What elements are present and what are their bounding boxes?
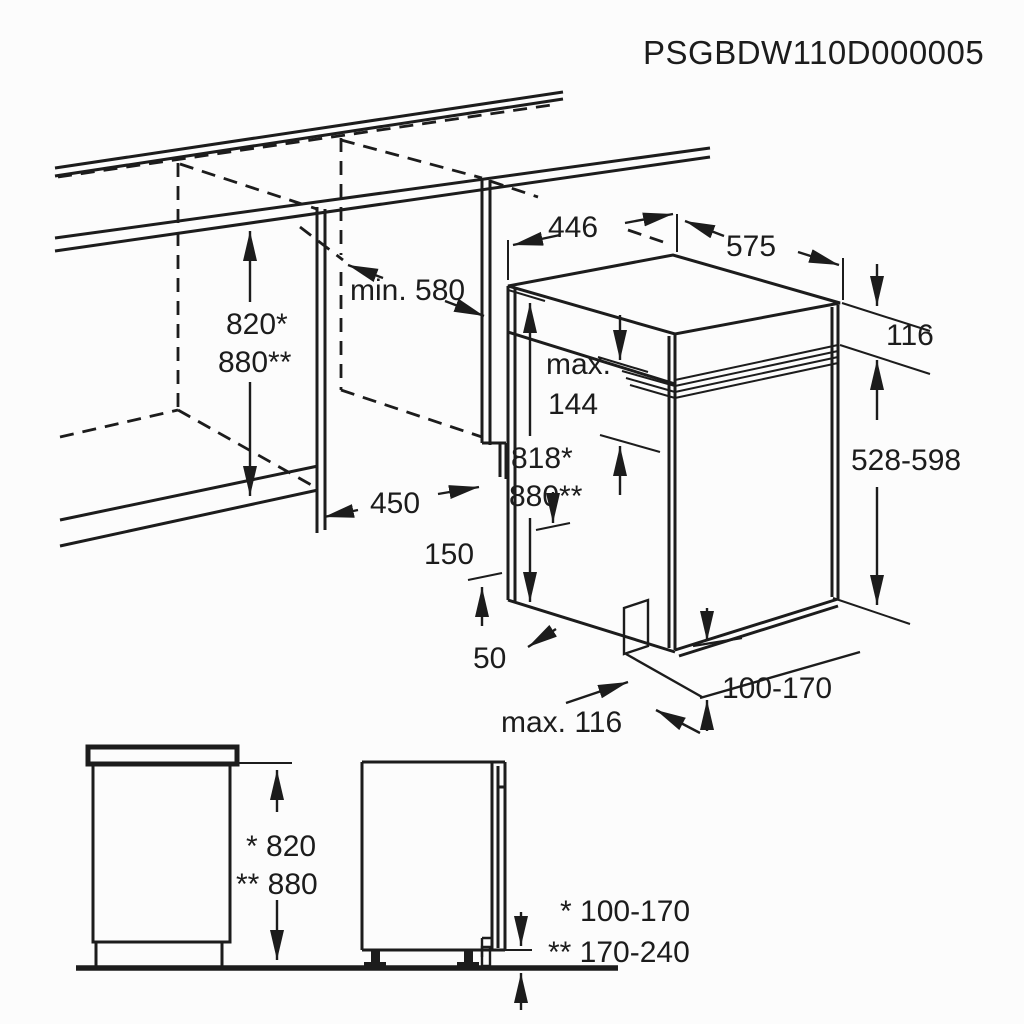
niche-height-label-1: 820*	[226, 308, 288, 341]
plinth-height-label: 100-170	[722, 672, 832, 705]
lid-clearance-label-2: 144	[548, 388, 598, 421]
drawing-title: PSGBDW110D000005	[643, 34, 984, 71]
adjustable-foot-right	[457, 950, 479, 969]
installation-niche	[59, 138, 667, 533]
floor-front-edge	[59, 464, 319, 548]
counter-hidden-back-edge	[57, 102, 559, 179]
counter-front-edge	[54, 146, 711, 253]
front-view-height-label-2: ** 880	[236, 868, 318, 901]
appliance-width-label: 446	[548, 211, 598, 244]
dishwasher-body-edges	[506, 286, 840, 658]
dim-door-height: 528-598	[832, 360, 961, 625]
hose-height-label: 150	[424, 538, 474, 571]
worktop-slab	[85, 744, 240, 767]
dim-hose-offset: 50	[473, 624, 558, 675]
dim-niche-height: 820* 880**	[218, 231, 292, 496]
niche-height-label-2: 880**	[218, 346, 292, 379]
front-view-cabinet: * 820 ** 880	[85, 744, 318, 966]
dim-appliance-width: 446	[507, 211, 678, 280]
plinth-and-foot	[622, 598, 861, 700]
niche-width-label: 450	[370, 487, 420, 520]
dim-niche-width: 450	[323, 485, 480, 520]
appliance-height-label-2: 880**	[509, 480, 583, 513]
front-view-height-label-1: * 820	[246, 830, 316, 863]
niche-depth-label: min. 580	[350, 274, 465, 307]
counter-back-top-edge	[54, 90, 564, 178]
niche-left-wall-edge	[315, 207, 327, 533]
dim-plinth-recess: max. 116	[501, 680, 701, 739]
dim-worktop-gap: 116	[839, 264, 934, 375]
niche-hidden-edges	[59, 138, 667, 489]
plinth-recess-label: max. 116	[501, 706, 622, 739]
niche-right-wall-edge	[480, 178, 508, 479]
side-view-plinth-label-2: ** 170-240	[548, 936, 690, 969]
dim-hose-height: 150	[424, 492, 571, 626]
appliance-height-label-1: 818*	[511, 442, 573, 475]
control-panel-stripes	[621, 344, 839, 399]
adjustable-foot-left	[364, 950, 386, 969]
side-view-appliance: * 100-170 ** 170-240	[360, 760, 690, 1010]
door-height-label: 528-598	[851, 444, 961, 477]
dim-lid-clearance: max. 144	[546, 315, 661, 495]
dim-niche-depth: min. 580	[347, 263, 485, 318]
cabinet-body	[91, 762, 232, 966]
dishwasher-top-face	[507, 253, 841, 336]
lid-clearance-label-1: max.	[546, 348, 611, 381]
side-view-plinth-label-1: * 100-170	[560, 895, 690, 928]
appliance-body-outline	[360, 760, 505, 952]
appliance-depth-label: 575	[726, 230, 776, 263]
door-panel	[492, 762, 507, 952]
hose-offset-label: 50	[473, 642, 506, 675]
dim-plinth-height: 100-170	[700, 608, 832, 731]
dim-appliance-height: 818* 880**	[507, 289, 583, 602]
dim-appliance-depth: 575	[684, 219, 844, 300]
dishwasher	[506, 253, 861, 700]
worktop-gap-label: 116	[886, 319, 934, 352]
countertop	[54, 90, 711, 548]
